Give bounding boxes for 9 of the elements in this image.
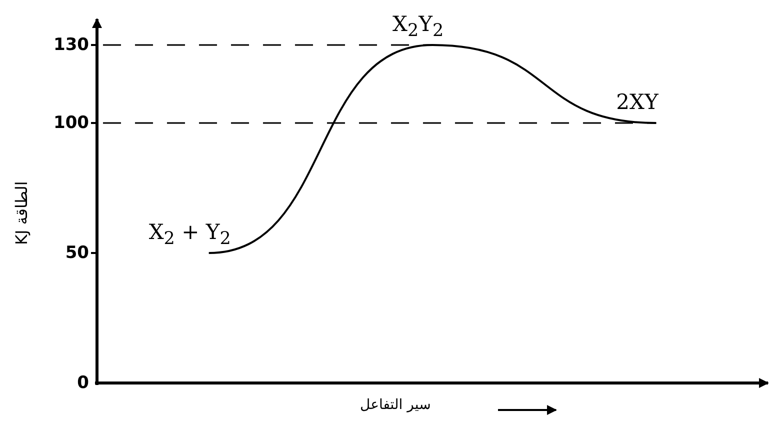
point-label: X$_{2}$Y$_{2}$ bbox=[392, 11, 444, 44]
axis-title: سير التفاعل bbox=[360, 397, 431, 413]
tick-label: 0 bbox=[76, 372, 89, 394]
tick-label: 130 bbox=[52, 34, 89, 56]
tick-label: 100 bbox=[52, 112, 89, 134]
tick-label: 50 bbox=[64, 242, 89, 264]
point-label: X$_{2}$ + Y$_{2}$ bbox=[148, 219, 231, 252]
point-label: 2XY bbox=[616, 89, 658, 115]
axis-title: KJ الطاقة bbox=[12, 181, 31, 245]
